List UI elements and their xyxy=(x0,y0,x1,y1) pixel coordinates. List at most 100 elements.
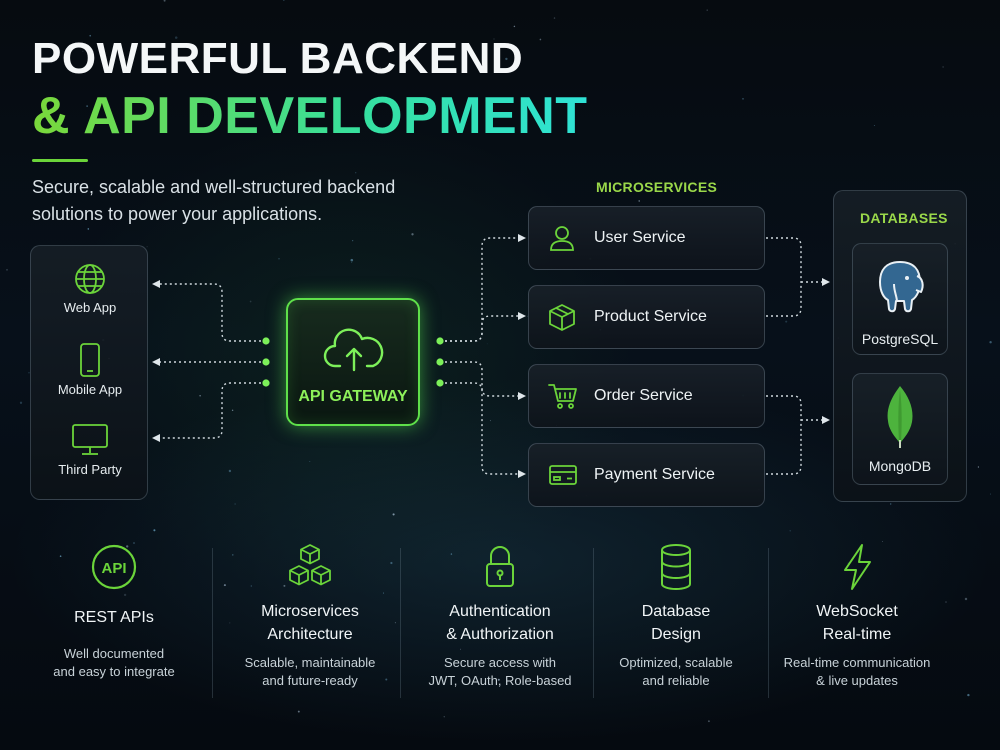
cubes-icon xyxy=(289,544,331,586)
background-star xyxy=(309,461,311,463)
api-gateway-node: API GATEWAY xyxy=(286,298,420,426)
gateway-port-left-3 xyxy=(262,379,270,387)
client-label-web-app: Web App xyxy=(63,300,117,315)
database-label-mongodb: MongoDB xyxy=(868,458,932,474)
postgresql-elephant-icon xyxy=(879,261,924,313)
client-mobile-app: Mobile App xyxy=(31,342,149,397)
background-star xyxy=(638,200,640,202)
background-star xyxy=(153,529,156,532)
feature-desc-rest-apis-line1: Well documented xyxy=(63,646,165,661)
background-star xyxy=(411,233,414,236)
database-label-postgresql: PostgreSQL xyxy=(861,331,939,347)
feature-title-microservices-line1: Microservices xyxy=(261,603,359,620)
feature-rest-apis: API REST APIs Well documented and easy t… xyxy=(34,542,194,681)
background-star xyxy=(163,0,166,2)
svg-text:API: API xyxy=(101,560,126,577)
background-star xyxy=(351,262,353,263)
database-icon xyxy=(661,544,691,590)
feature-websocket: WebSocket Real-time Real-time communicat… xyxy=(772,542,942,690)
page-subtitle: Secure, scalable and well-structured bac… xyxy=(32,177,396,224)
background-star xyxy=(486,343,488,345)
monitor-icon xyxy=(72,424,108,455)
background-star xyxy=(394,622,396,624)
service-payment: Payment Service xyxy=(528,443,765,507)
background-star xyxy=(282,0,285,1)
gateway-port-right-2 xyxy=(436,358,444,366)
lock-icon xyxy=(486,546,514,587)
background-star xyxy=(967,693,970,697)
background-star xyxy=(228,469,232,473)
connector-gateway-payment-service xyxy=(440,382,520,475)
background-star xyxy=(489,420,491,422)
feature-desc-websocket-line1: Real-time communication xyxy=(783,655,931,670)
feature-divider-4 xyxy=(768,548,769,698)
lightning-icon xyxy=(844,544,871,590)
feature-title-microservices-line2: Architecture xyxy=(267,626,353,643)
background-star xyxy=(942,66,944,68)
gateway-port-right-1 xyxy=(436,337,444,345)
card-icon xyxy=(549,465,577,485)
background-star xyxy=(707,720,710,723)
gateway-port-left-1 xyxy=(262,337,270,345)
background-star xyxy=(146,246,148,248)
service-label-user: User Service xyxy=(594,229,686,246)
arrowhead-mobile-app xyxy=(152,358,160,366)
client-web-app: Web App xyxy=(31,262,149,315)
connector-gateway-order-service xyxy=(440,361,520,397)
feature-title-websocket-line1: WebSocket xyxy=(816,603,898,620)
background-star xyxy=(553,17,556,19)
box-icon xyxy=(549,304,575,331)
feature-title-database-design-line2: Design xyxy=(651,626,701,643)
background-star xyxy=(443,716,445,718)
background-star xyxy=(87,228,90,230)
globe-icon xyxy=(75,264,105,294)
gateway-port-right-3 xyxy=(436,379,444,387)
service-label-product: Product Service xyxy=(594,308,707,325)
arrowhead-third-party xyxy=(152,434,160,442)
page-title-line-1: POWERFUL BACKEND xyxy=(32,34,524,83)
cloud-upload-icon xyxy=(323,328,384,372)
feature-title-rest-apis: REST APIs xyxy=(74,609,154,626)
arrowhead-web-app xyxy=(152,280,160,288)
background-star xyxy=(706,9,708,11)
user-icon xyxy=(550,226,574,251)
background-star xyxy=(964,597,968,601)
background-star xyxy=(234,503,236,505)
background-star xyxy=(945,601,947,603)
arrowhead-postgresql xyxy=(822,278,830,286)
connector-gateway-product-service xyxy=(440,315,520,342)
feature-title-database-design-line1: Database xyxy=(641,603,711,620)
smartphone-icon xyxy=(80,343,100,377)
arrowhead-order-service xyxy=(518,392,526,400)
feature-divider-2 xyxy=(400,548,401,698)
background-star xyxy=(539,38,542,41)
feature-database-design: Database Design Optimized, scalable and … xyxy=(600,542,752,690)
api-gateway-label: API GATEWAY xyxy=(298,388,408,405)
background-star xyxy=(392,513,395,516)
feature-desc-database-design-line2: and reliable xyxy=(642,673,710,688)
microservices-heading: MICROSERVICES xyxy=(596,179,718,195)
mongodb-leaf-icon xyxy=(887,386,913,448)
arrowhead-user-service xyxy=(518,234,526,242)
page-title-line-2: & API DEVELOPMENT xyxy=(32,87,588,145)
connector-gateway-user-service xyxy=(440,237,520,342)
feature-desc-authentication-line2: JWT, OAuth, Role-based xyxy=(428,673,572,688)
gateway-port-left-2 xyxy=(262,358,270,366)
client-third-party: Third Party xyxy=(31,422,149,477)
database-mongodb: MongoDB xyxy=(852,373,948,485)
feature-divider-3 xyxy=(593,548,594,698)
service-user: User Service xyxy=(528,206,765,270)
background-star xyxy=(889,503,892,505)
clients-panel: Web App Mobile App Third Party xyxy=(30,245,148,500)
feature-divider-1 xyxy=(212,548,213,698)
api-badge-icon: API xyxy=(91,544,137,590)
arrowhead-mongodb xyxy=(822,416,830,424)
background-star xyxy=(989,341,992,344)
arrowhead-product-service xyxy=(518,312,526,320)
feature-microservices: Microservices Architecture Scalable, mai… xyxy=(225,542,395,690)
background-star xyxy=(977,466,980,468)
feature-desc-authentication-line1: Secure access with xyxy=(444,655,556,670)
background-star xyxy=(352,240,354,242)
background-star xyxy=(249,300,252,303)
connector-payment-service-mongodb xyxy=(766,420,802,475)
